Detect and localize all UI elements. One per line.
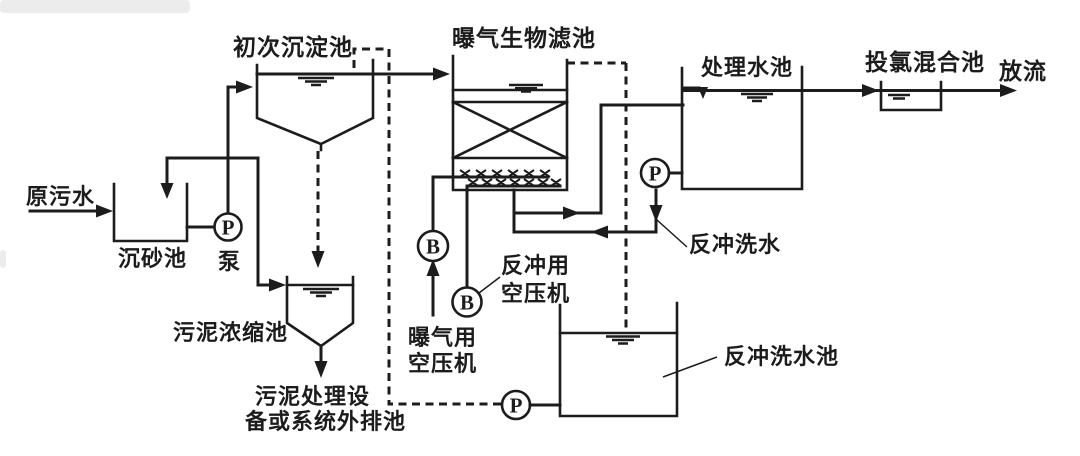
aeration-air-pipe — [426, 175, 550, 317]
baf-upper-aeration-grid — [459, 169, 551, 178]
arrow-pump-down — [649, 205, 663, 222]
label-backwash-water-tank: 反冲洗水池 — [724, 344, 839, 369]
backwash-air-pipe — [465, 184, 562, 289]
treated-water-tank — [680, 65, 1002, 191]
baf-underdrain-piping — [512, 103, 688, 248]
scan-artifact-left — [0, 250, 6, 268]
grit-chamber-tank — [112, 182, 189, 243]
blower-symbol-aeration: B — [416, 229, 450, 263]
label-primary-sedimentation: 初次沉淀池 — [233, 34, 353, 60]
label-backwash-compressor-line2: 空压机 — [501, 281, 570, 306]
arrow-backwash-feed — [591, 225, 608, 239]
dashed-spent-backwash-line — [567, 61, 628, 330]
label-sludge-thickener: 污泥浓缩池 — [173, 320, 288, 345]
water-surface-thickener — [303, 287, 339, 298]
arrow-into-baf — [433, 67, 450, 81]
pump-discharge-line — [226, 80, 253, 215]
arrow-inlet-weir — [698, 87, 708, 99]
arrow-into-chlorine-tank — [862, 84, 879, 97]
label-backwash-water: 反冲洗水 — [689, 232, 781, 257]
arrow-discharge — [1000, 84, 1017, 97]
primary-sedimentation-tank — [255, 58, 450, 152]
label-sludge-disposal-line2: 备或系统外排池 — [244, 409, 406, 434]
dashed-scum-return-line — [352, 47, 501, 406]
arrow-into-grit-chamber — [160, 183, 174, 199]
baf-tank — [451, 54, 569, 192]
pump-letter: P — [649, 162, 662, 186]
arrow-raw-sewage — [96, 204, 113, 218]
pump-letter: P — [222, 216, 235, 240]
arrow-treated-water — [563, 206, 580, 220]
label-baf: 曝气生物滤池 — [452, 25, 596, 51]
callout-backwash-compressor — [478, 276, 501, 294]
pump-symbol-backwash-return: P — [500, 389, 562, 421]
water-surface-backwash — [606, 335, 640, 345]
callout-backwash-water — [656, 219, 688, 248]
callout-backwash-tank — [662, 356, 718, 378]
pump-letter: P — [510, 394, 523, 418]
chlorine-mixing-tank — [862, 80, 1017, 112]
label-pump: 泵 — [218, 249, 241, 274]
label-aeration-compressor-line2: 空压机 — [408, 351, 477, 376]
label-sludge-disposal-line1: 污泥处理设 — [255, 384, 370, 409]
pump-symbol-backwash-feed: P — [639, 157, 684, 189]
water-surface-chlorine — [888, 93, 910, 100]
water-surface-baf — [509, 83, 543, 93]
arrow-into-thickener-side — [269, 278, 286, 292]
arrow-into-thickener-top — [311, 251, 325, 268]
label-treated-water-tank: 处理水池 — [700, 55, 793, 80]
baf-media-bed — [451, 100, 569, 160]
dashed-primary-sludge-line — [311, 151, 325, 268]
water-surface-treated — [741, 92, 773, 103]
arrow-into-primary-tank — [236, 80, 253, 94]
pump-symbol-1: P — [213, 212, 243, 242]
label-grit-chamber: 沉砂池 — [118, 246, 187, 271]
label-backwash-compressor-line1: 反冲用 — [501, 253, 570, 278]
water-surface-primary — [298, 76, 334, 87]
arrow-to-sludge-disposal — [314, 361, 328, 378]
sludge-thickener-tank — [285, 275, 355, 378]
label-discharge: 放流 — [998, 58, 1047, 84]
label-aeration-compressor-line1: 曝气用 — [408, 325, 477, 350]
blower-letter: B — [460, 291, 474, 315]
label-raw-sewage: 原污水 — [26, 184, 95, 209]
scan-artifact-top — [0, 0, 190, 13]
baf-lower-aeration-grid — [467, 178, 562, 187]
label-chlorine-mixing-tank: 投氯混合池 — [865, 49, 985, 75]
raw-sewage-inlet — [28, 204, 113, 218]
blower-symbol-backwash: B — [451, 276, 501, 318]
return-header-line — [160, 156, 286, 292]
backwash-water-tank — [558, 301, 718, 418]
arrow-air-intake — [426, 259, 440, 276]
blower-letter: B — [426, 235, 440, 259]
